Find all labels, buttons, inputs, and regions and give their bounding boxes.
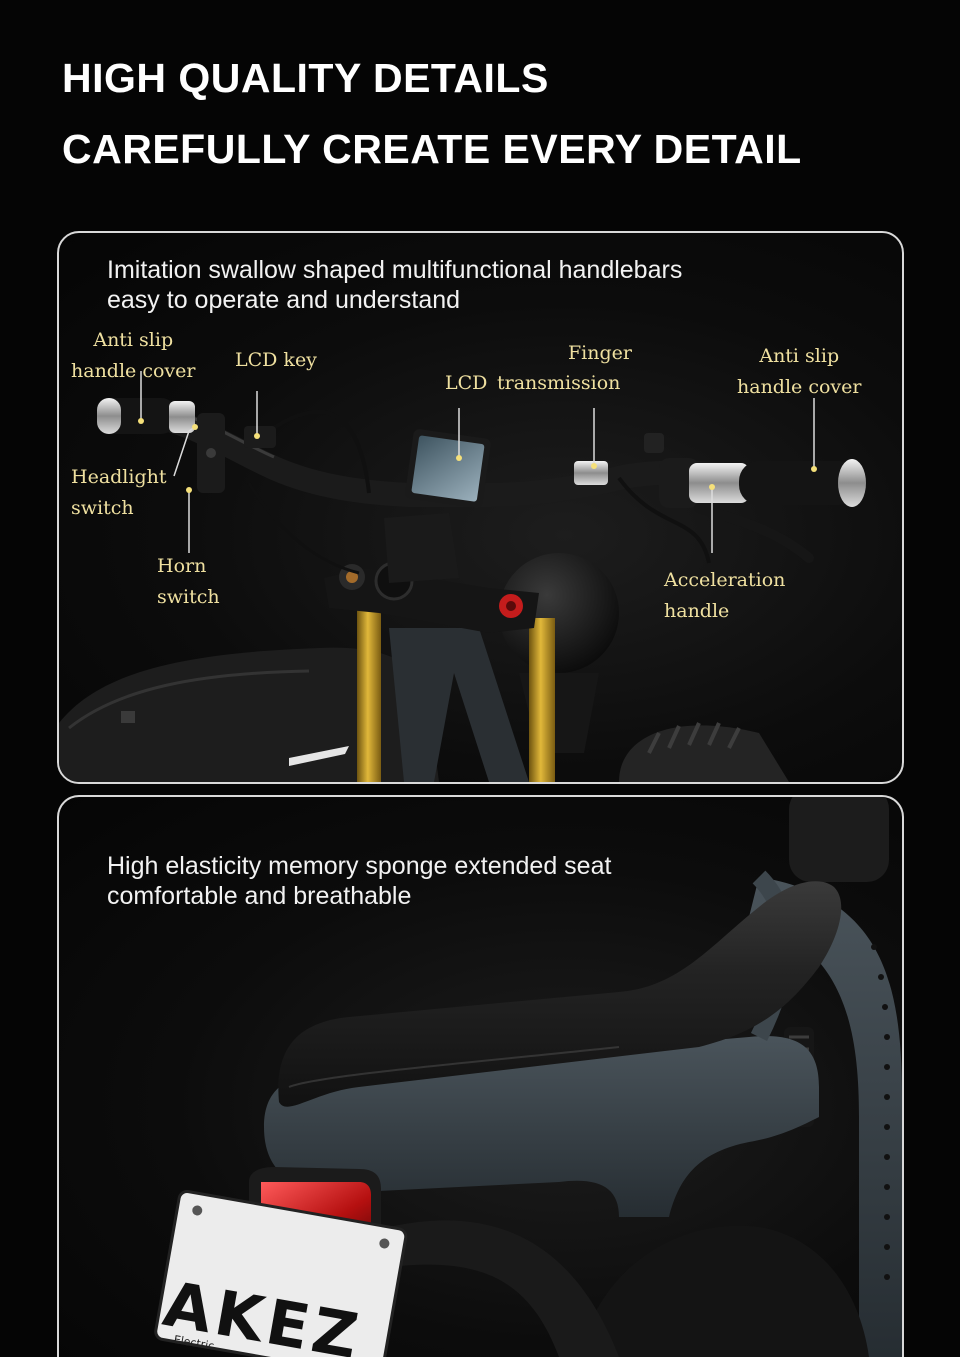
callout-anti-slip-left: Anti slip handle cover [71, 325, 195, 387]
callout-finger-transmission-line-2: transmission [497, 372, 621, 394]
callout-horn-switch: Horn switch [157, 551, 220, 613]
callout-headlight-switch-line-1: Headlight [71, 466, 167, 488]
callout-finger-transmission-line-1: Finger [568, 342, 632, 364]
callout-anti-slip-left-line-2: handle cover [71, 360, 196, 382]
callout-acceleration-handle: Acceleration handle [664, 565, 785, 627]
callout-horn-switch-line-2: switch [157, 586, 220, 608]
handlebar-caption: Imitation swallow shaped multifunctional… [107, 255, 682, 315]
headline-line-2: CAREFULLY CREATE EVERY DETAIL [62, 126, 802, 172]
seat-illustration [154, 797, 902, 1357]
headline-line-1: HIGH QUALITY DETAILS [62, 55, 549, 101]
callout-headlight-switch-line-2: switch [71, 497, 134, 519]
callout-lcd-key-line-1: LCD key [235, 349, 317, 371]
handlebar-caption-line-2: easy to operate and understand [107, 286, 461, 314]
handlebar-illustration [59, 371, 866, 782]
callout-anti-slip-right-line-1: Anti slip [759, 345, 840, 367]
callout-headlight-switch: Headlight switch [71, 462, 167, 524]
seat-caption-line-2: comfortable and breathable [107, 882, 412, 910]
callout-anti-slip-right: Anti slip handle cover [737, 341, 861, 403]
handlebar-caption-line-1: Imitation swallow shaped multifunctional… [107, 256, 683, 284]
seat-caption: High elasticity memory sponge extended s… [107, 851, 611, 911]
callout-anti-slip-right-line-2: handle cover [737, 376, 862, 398]
seat-caption-line-1: High elasticity memory sponge extended s… [107, 852, 612, 880]
callout-finger-transmission-line-2-box: transmission [497, 368, 620, 399]
callout-acceleration-handle-line-2: handle [664, 600, 730, 622]
callout-acceleration-handle-line-1: Acceleration [664, 569, 786, 591]
callout-lcd: LCD [445, 368, 487, 399]
callout-finger-transmission: Finger [568, 338, 632, 369]
seat-detail-panel: High elasticity memory sponge extended s… [57, 795, 904, 1357]
callout-lcd-line-1: LCD [445, 372, 488, 394]
callout-horn-switch-line-1: Horn [157, 555, 207, 577]
callout-anti-slip-left-line-1: Anti slip [93, 329, 174, 351]
handlebar-detail-panel: Imitation swallow shaped multifunctional… [57, 231, 904, 784]
callout-lcd-key: LCD key [235, 345, 317, 376]
